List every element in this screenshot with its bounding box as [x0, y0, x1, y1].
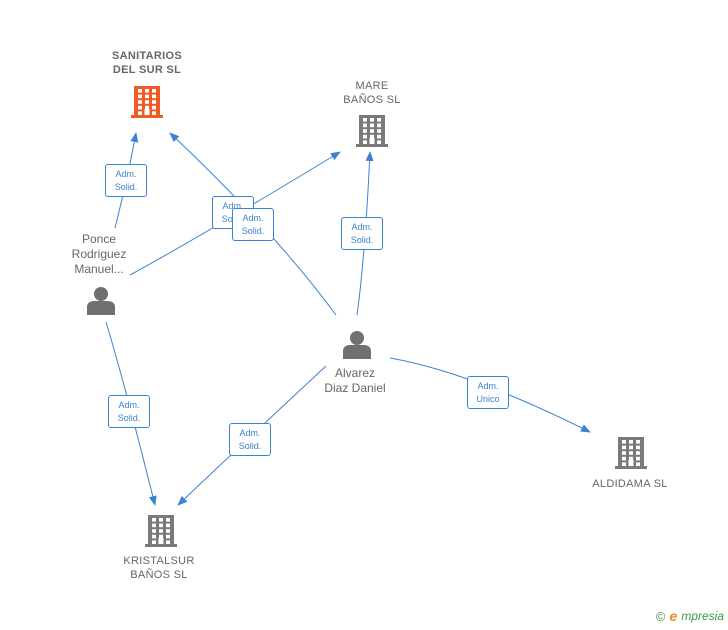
edge-badge-text: Unico — [476, 394, 500, 404]
node-label-mare[interactable]: MARE BAÑOS SL — [343, 79, 400, 107]
edge-badge-text: Solid. — [350, 235, 374, 245]
node-label-line: Manuel... — [74, 262, 124, 276]
edge-badge-ponce-to-sanitarios[interactable]: Adm. Solid. — [105, 164, 147, 197]
edge-badge-text: Solid. — [238, 441, 262, 451]
edge-badge-text: Adm. — [351, 222, 373, 232]
edge-badge-text: Adm. — [222, 201, 244, 211]
edge-badge-text: Adm. — [477, 381, 499, 391]
edge-badge-text: Adm. — [115, 169, 137, 179]
node-label-aldidama[interactable]: ALDIDAMA SL — [592, 477, 667, 491]
brand-initial: e — [669, 608, 678, 624]
edge-badge-alvarez-to-sanitarios[interactable]: Adm. Solid. — [232, 208, 274, 241]
node-label-line: Rodriguez — [71, 247, 127, 261]
node-label-line: BAÑOS SL — [343, 94, 401, 106]
person-icon-alvarez[interactable] — [343, 331, 371, 359]
node-layer — [87, 86, 647, 547]
node-label-line: MARE — [355, 80, 389, 92]
person-icon-ponce[interactable] — [87, 287, 115, 315]
node-label-line: ALDIDAMA SL — [592, 478, 668, 490]
node-label-line: BAÑOS SL — [130, 569, 188, 581]
brand-name: mpresia — [681, 609, 724, 623]
node-label-sanitarios[interactable]: SANITARIOS DEL SUR SL — [112, 49, 182, 77]
edge-badge-ponce-to-kristalsur[interactable]: Adm. Solid. — [108, 395, 150, 428]
edge-badge-text: Solid. — [117, 413, 141, 423]
node-label-line: Alvarez — [334, 366, 376, 380]
node-label-line: KRISTALSUR — [123, 555, 195, 567]
building-icon-kristalsur[interactable] — [145, 515, 177, 547]
node-label-line: Ponce — [81, 232, 117, 246]
edge-badge-alvarez-to-mare[interactable]: Adm. Solid. — [341, 217, 383, 250]
edge-layer — [105, 132, 591, 506]
node-label-line: DEL SUR SL — [112, 64, 182, 76]
copyright-icon: © — [655, 608, 666, 624]
edge-badge-text: Solid. — [114, 182, 138, 192]
edge-badge-text: Adm. — [239, 428, 261, 438]
building-icon-aldidama[interactable] — [615, 437, 647, 469]
node-label-kristalsur[interactable]: KRISTALSUR BAÑOS SL — [123, 554, 194, 582]
edge-badge-text: Adm. — [242, 213, 264, 223]
node-label-line: Diaz Daniel — [324, 381, 386, 395]
node-label-line: SANITARIOS — [111, 50, 183, 62]
building-icon-mare[interactable] — [356, 115, 388, 147]
edge-badge-alvarez-to-kristalsur[interactable]: Adm. Solid. — [229, 423, 271, 456]
edge-badge-text: Solid. — [241, 226, 265, 236]
edge-badge-alvarez-to-aldidama[interactable]: Adm. Unico — [467, 376, 509, 409]
building-icon-sanitarios[interactable] — [131, 86, 163, 118]
edge-badge-text: Adm. — [118, 400, 140, 410]
